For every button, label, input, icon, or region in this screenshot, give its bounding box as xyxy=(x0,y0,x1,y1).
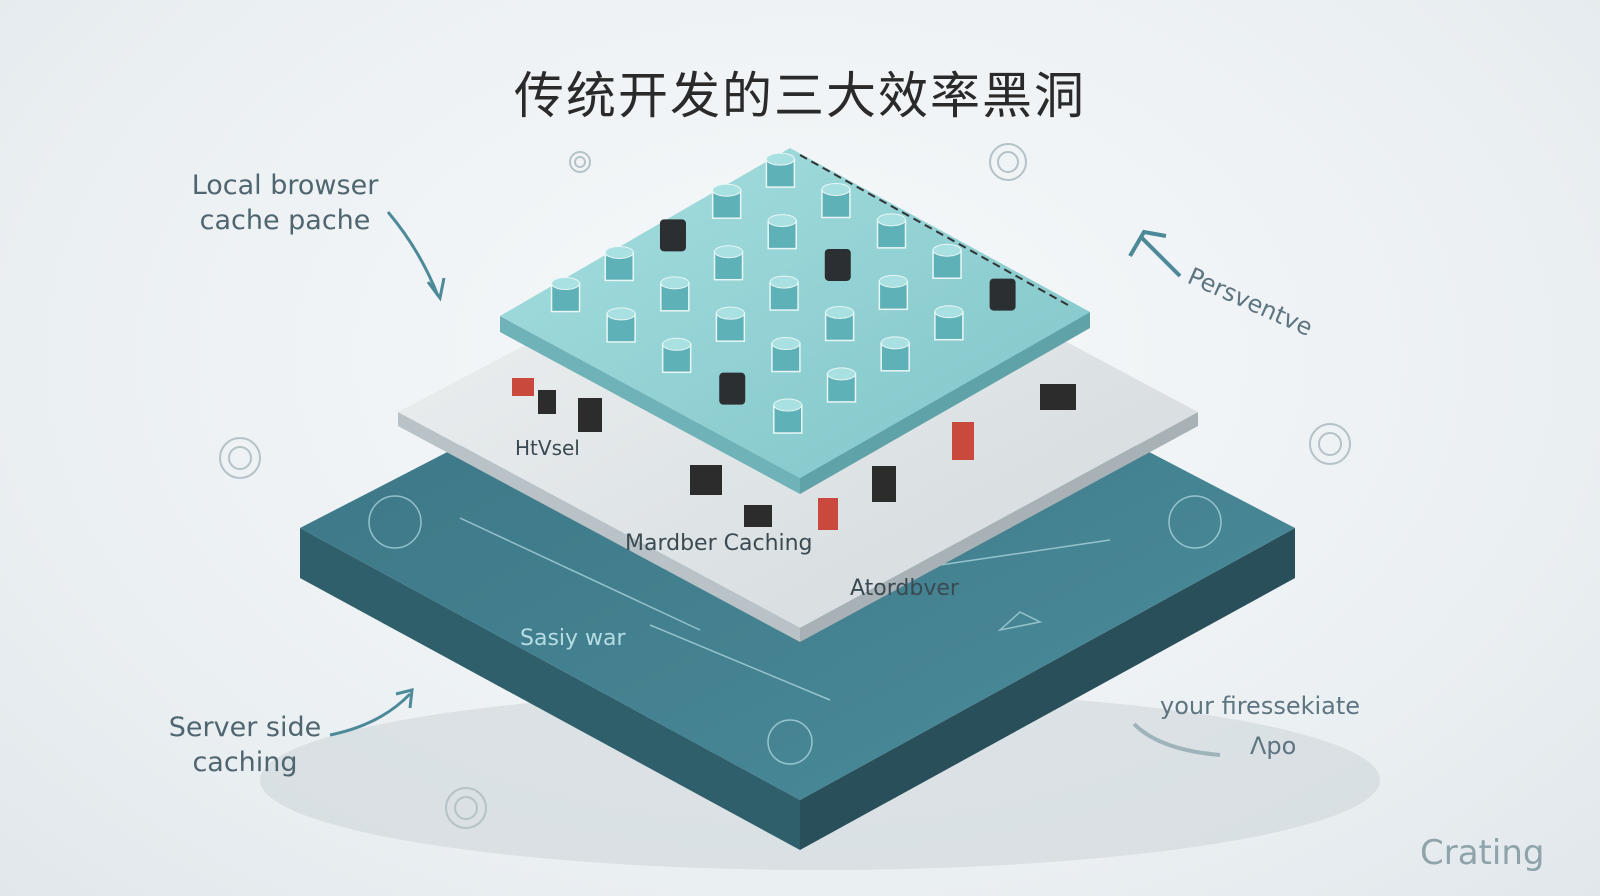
label-server-side-caching: Server side caching xyxy=(168,712,322,778)
database-icon xyxy=(773,398,803,434)
database-icon xyxy=(661,337,692,374)
server-icon xyxy=(824,248,851,281)
bottom-layer-text: Sasiy war xyxy=(520,626,627,651)
database-icon xyxy=(769,275,799,311)
corner-watermark: Crating xyxy=(1420,833,1545,873)
database-icon xyxy=(880,336,910,372)
middle-layer-text-2: Mardber Caching xyxy=(625,531,813,556)
database-icon xyxy=(878,274,909,311)
database-icon xyxy=(550,277,581,313)
database-icon xyxy=(713,245,744,281)
top-layer xyxy=(500,148,1090,494)
server-icon xyxy=(659,219,686,252)
database-icon xyxy=(932,243,962,279)
page-title: 传统开发的三大效率黑洞 xyxy=(514,67,1086,125)
server-icon xyxy=(989,278,1016,311)
database-icon xyxy=(876,213,907,249)
database-icon xyxy=(765,152,796,188)
database-icon xyxy=(660,276,690,312)
database-icon xyxy=(771,337,801,373)
database-icon xyxy=(826,367,857,403)
database-icon xyxy=(606,307,636,343)
database-icon xyxy=(934,305,964,341)
database-icon xyxy=(824,305,855,342)
label-bottom-right: your firessekiate xyxy=(1160,692,1361,720)
middle-layer-text-1: HtVsel xyxy=(515,436,580,460)
middle-layer-text-3: Atordbver xyxy=(850,576,960,601)
database-icon xyxy=(604,245,635,282)
label-local-browser-cache: Local browser cache pache xyxy=(191,170,379,236)
database-icon xyxy=(821,182,851,219)
database-icon xyxy=(715,306,746,342)
server-icon xyxy=(719,372,746,405)
database-icon xyxy=(767,214,797,250)
label-bottom-right-sub: Λpo xyxy=(1250,732,1297,760)
database-icon xyxy=(711,183,742,219)
